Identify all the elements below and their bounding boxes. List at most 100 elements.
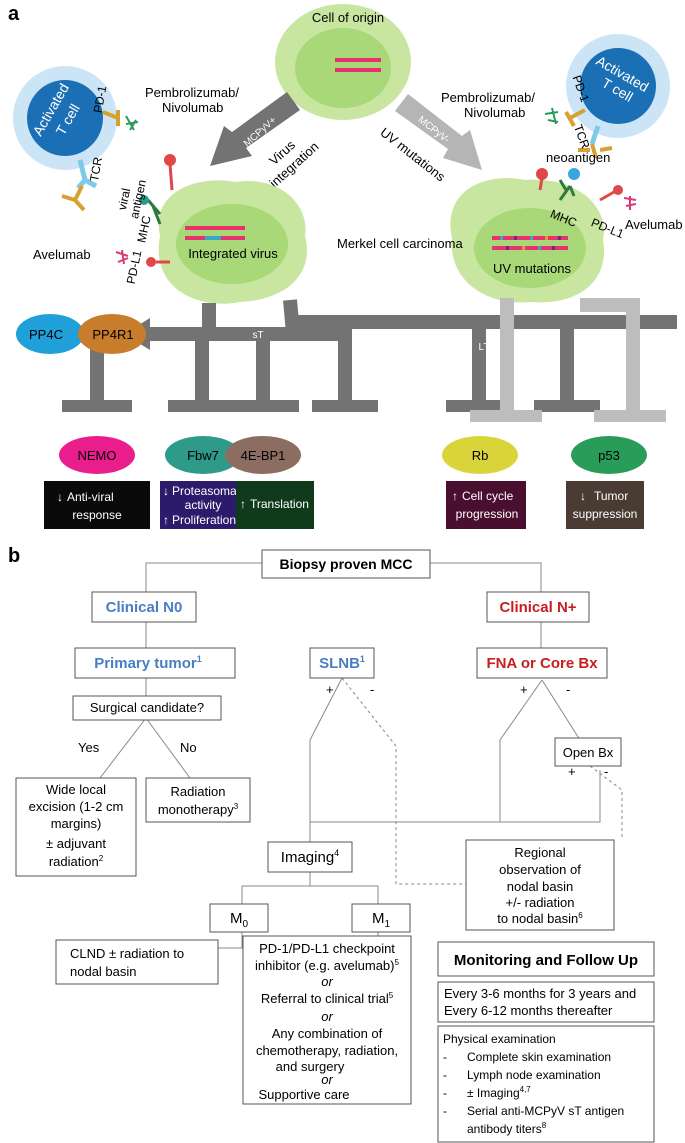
- imaging-box: Imaging4: [281, 848, 339, 866]
- m1-box: M1: [372, 910, 391, 930]
- pdl1-left-label: PD-L1: [124, 249, 145, 286]
- target-4ebp1: [225, 436, 301, 474]
- flow-text: Biopsy proven MCC Clinical N0 Clinical N…: [29, 556, 638, 1136]
- treatment-or1: or: [321, 974, 333, 989]
- regional-line5: to nodal basin6: [497, 911, 583, 926]
- regional-line1: Regional: [514, 845, 565, 860]
- physical-dash4: -: [443, 1104, 447, 1118]
- target-p53: [571, 436, 647, 474]
- monitoring-title: Monitoring and Follow Up: [454, 952, 638, 969]
- physical-box: Physical examination - Complete skin exa…: [443, 1032, 624, 1136]
- regional-line2: observation of: [499, 862, 581, 877]
- physical-dash2: -: [443, 1068, 447, 1082]
- physical-item4: Serial anti-MCPyV sT antigen: [467, 1104, 624, 1118]
- avelumab-left-label: Avelumab: [33, 247, 91, 262]
- no-label: No: [180, 740, 197, 755]
- open-bx-box: Open Bx: [563, 745, 614, 760]
- tcell-right: Activated T cell PD-1 TCR Pembrolizumab/…: [441, 34, 670, 159]
- flow-lines: [99, 562, 623, 949]
- outcome4-line1: Cell cycle: [462, 489, 514, 503]
- openbx-minus: -: [604, 764, 608, 779]
- slnb-box: SLNB1: [319, 654, 365, 672]
- outcome2-line1: Proteasomal: [172, 484, 239, 498]
- physical-dash3: -: [443, 1086, 447, 1100]
- tcell-left-pd1: PD-1: [91, 84, 110, 114]
- outcome5-line2: suppression: [573, 507, 638, 521]
- rad-line2: monotherapy3: [158, 802, 239, 817]
- drug-right-line2: Nivolumab: [464, 105, 525, 120]
- wle-line5: radiation2: [49, 854, 104, 869]
- outcome5-line1: Tumor: [594, 489, 628, 503]
- treatment-line4: Any combination of: [272, 1026, 383, 1041]
- clinical-n0-box: Clinical N0: [106, 599, 183, 616]
- outcomes: ↓ Anti-viral response ↓ Proteasomal acti…: [44, 481, 644, 529]
- target-fbw7: [165, 436, 241, 474]
- physical-dash1: -: [443, 1050, 447, 1064]
- tcell-left: Activated T cell PD-1 TCR Pembrolizumab/…: [13, 66, 239, 212]
- slnb-plus: +: [326, 682, 334, 697]
- rad-line1: Radiation: [171, 784, 226, 799]
- target-p53-label: p53: [598, 448, 620, 463]
- drug-left-line2: Nivolumab: [162, 100, 223, 115]
- target-nemo: [59, 436, 135, 474]
- panel-b-label: b: [8, 545, 20, 567]
- treatment-line3: Referral to clinical trial5: [261, 991, 394, 1006]
- integrated-virus-label: Integrated virus: [188, 246, 278, 261]
- openbx-plus: +: [568, 764, 576, 779]
- fna-minus: -: [566, 682, 570, 697]
- fna-box: FNA or Core Bx: [486, 655, 598, 672]
- outcome1-arrow: ↓: [57, 490, 63, 504]
- pp4c-label: PP4C: [29, 327, 63, 342]
- treatment-or3: or: [321, 1072, 333, 1087]
- schedule-line2: Every 6-12 months thereafter: [444, 1003, 613, 1018]
- treatment-line2: inhibitor (e.g. avelumab)5: [255, 958, 399, 973]
- fna-plus: +: [520, 682, 528, 697]
- drug-right-line1: Pembrolizumab/: [441, 90, 535, 105]
- mhc-left-label: MHC: [134, 214, 153, 244]
- pp4r1-label: PP4R1: [92, 327, 133, 342]
- outcome4-line2: progression: [456, 507, 519, 521]
- neoantigen-label: neoantigen: [546, 150, 610, 165]
- m0-box: M0: [230, 910, 249, 930]
- wle-line3: margins): [51, 816, 102, 831]
- cell-of-origin: Cell of origin: [275, 4, 411, 120]
- targets: NEMO Fbw7 4E-BP1 Rb p53: [59, 436, 647, 474]
- wle-line1: Wide local: [46, 782, 106, 797]
- clinical-np-box: Clinical N+: [499, 599, 576, 616]
- viral-label: viral: [115, 187, 133, 211]
- treatment-line7: Supportive care: [258, 1087, 349, 1102]
- clnd-line1: CLND ± radiation to: [70, 946, 184, 961]
- mcc-cell-virus: Integrated virus viral antigen MHC PD-L1…: [33, 154, 307, 304]
- avelumab-right-label: Avelumab: [625, 217, 683, 232]
- primary-tumor-box: Primary tumor1: [94, 654, 202, 672]
- uv-mutations-label: UV mutations: [493, 261, 572, 276]
- mcc-label: Merkel cell carcinoma: [337, 236, 463, 251]
- physical-item3: ± Imaging4,7: [467, 1085, 531, 1100]
- outcome2-arrow2: ↑: [163, 513, 169, 527]
- treatment-box: PD-1/PD-L1 checkpoint inhibitor (e.g. av…: [255, 941, 399, 1102]
- regional-line3: nodal basin: [507, 879, 574, 894]
- biopsy-box: Biopsy proven MCC: [279, 556, 412, 572]
- outcome2-arrow1: ↓: [163, 484, 169, 498]
- drug-left-line1: Pembrolizumab/: [145, 85, 239, 100]
- treatment-line1: PD-1/PD-L1 checkpoint: [259, 941, 395, 956]
- target-nemo-label: NEMO: [78, 448, 117, 463]
- treatment-or2: or: [321, 1009, 333, 1024]
- wle-line2: excision (1-2 cm: [29, 799, 124, 814]
- panel-a-label: a: [8, 3, 20, 25]
- regional-line4: +/- radiation: [505, 895, 574, 910]
- outcome5-arrow: ↓: [580, 489, 586, 503]
- physical-item4-cont: antibody titers8: [467, 1121, 547, 1136]
- st-label: sT: [252, 330, 263, 341]
- treatment-line6: and surgery: [276, 1059, 345, 1074]
- target-rb: [442, 436, 518, 474]
- lt-label: LT: [479, 342, 490, 353]
- outcome3-line1: Translation: [250, 497, 309, 511]
- outcome3-arrow: ↑: [240, 497, 246, 511]
- clnd-line2: nodal basin: [70, 964, 137, 979]
- mcc-cell-uv: UV mutations neoantigen MHC PD-L1 Avelum…: [450, 150, 683, 303]
- cell-of-origin-label: Cell of origin: [312, 10, 384, 25]
- physical-item1: Complete skin examination: [467, 1050, 611, 1064]
- target-4ebp1-label: 4E-BP1: [241, 448, 286, 463]
- physical-item2: Lymph node examination: [467, 1068, 601, 1082]
